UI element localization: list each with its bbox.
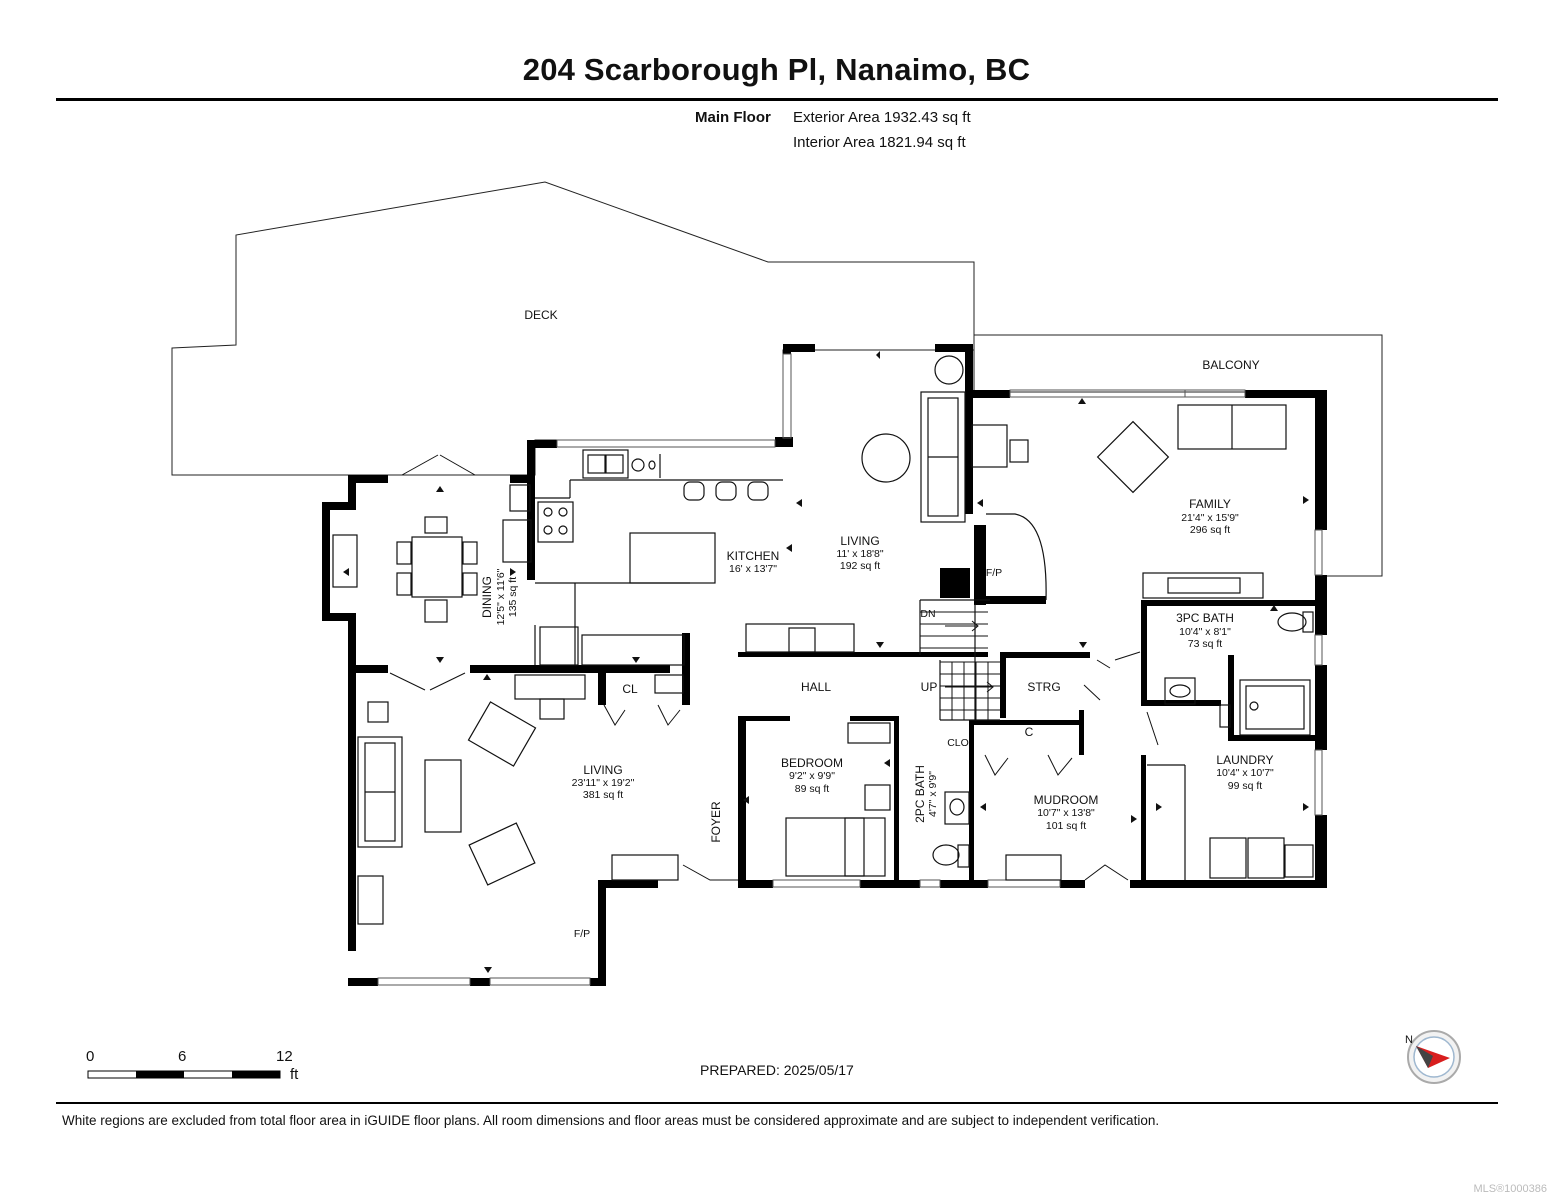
room-name-family: FAMILY xyxy=(1189,497,1231,511)
stairs xyxy=(920,611,1000,720)
exterior-area: Exterior Area 1932.43 sq ft xyxy=(793,109,971,126)
room-area-laundry: 99 sq ft xyxy=(1228,780,1263,792)
room-dims-bedroom: 9'2" x 9'9" xyxy=(789,770,835,782)
interior-area: Interior Area 1821.94 sq ft xyxy=(793,134,966,151)
room-dims-kitchen: 16' x 13'7" xyxy=(729,563,777,575)
room-name-clo: CLO xyxy=(947,737,969,749)
page-title: 204 Scarborough Pl, Nanaimo, BC xyxy=(522,52,1031,87)
room-dims-bath2: 4'7" x 9'9" xyxy=(927,771,939,817)
footer-divider xyxy=(56,1102,1498,1104)
room-name-bedroom: BEDROOM xyxy=(781,756,843,770)
room-area-bedroom: 89 sq ft xyxy=(795,783,830,795)
room-name-balcony: BALCONY xyxy=(1202,358,1259,372)
scale-bar xyxy=(87,1070,281,1079)
room-name-hall: HALL xyxy=(801,680,831,694)
room-dims-bath3: 10'4" x 8'1" xyxy=(1179,626,1231,638)
compass-icon: N xyxy=(1405,1030,1461,1084)
room-name-kitchen: KITCHEN xyxy=(727,549,780,563)
room-dims-living-lower: 23'11" x 19'2" xyxy=(572,777,635,789)
door-swings xyxy=(389,454,1159,881)
room-name-fp-lower: F/P xyxy=(574,928,590,940)
room-name-bath2: 2PC BATH xyxy=(913,765,927,823)
floor-label: Main Floor xyxy=(695,109,771,126)
room-area-bath3: 73 sq ft xyxy=(1188,638,1223,650)
room-dims-mudroom: 10'7" x 13'8" xyxy=(1037,807,1095,819)
room-name-fp-upper: F/P xyxy=(986,567,1002,579)
room-dims-family: 21'4" x 15'9" xyxy=(1181,512,1239,524)
scale-tick-6: 6 xyxy=(178,1048,187,1065)
room-dims-dining: 12'5" x 11'6" xyxy=(495,568,507,625)
room-labels: DECK BALCONY FAMILY 21'4" x 15'9" 296 sq… xyxy=(480,308,1274,940)
room-area-mudroom: 101 sq ft xyxy=(1046,820,1086,832)
room-name-dining: DINING xyxy=(480,576,494,618)
prepared-date: PREPARED: 2025/05/17 xyxy=(700,1062,854,1078)
room-area-living-upper: 192 sq ft xyxy=(840,560,880,572)
direction-arrows xyxy=(343,351,1309,973)
room-area-living-lower: 381 sq ft xyxy=(583,789,623,801)
deck-outline xyxy=(171,181,975,476)
room-area-dining: 135 sq ft xyxy=(507,577,519,617)
room-area-family: 296 sq ft xyxy=(1190,524,1230,536)
room-name-living-upper: LIVING xyxy=(840,534,879,548)
scale-tick-0: 0 xyxy=(86,1048,95,1065)
room-name-living-lower: LIVING xyxy=(583,763,622,777)
room-name-strg: STRG xyxy=(1027,680,1060,694)
scale-tick-12: 12 xyxy=(276,1048,293,1065)
title-divider xyxy=(56,98,1498,101)
compass-north-label: N xyxy=(1405,1034,1413,1046)
furniture xyxy=(332,355,1314,925)
room-name-cl: CL xyxy=(622,682,638,696)
room-name-laundry: LAUNDRY xyxy=(1216,753,1273,767)
room-dims-laundry: 10'4" x 10'7" xyxy=(1216,767,1274,779)
disclaimer-text: White regions are excluded from total fl… xyxy=(62,1113,1160,1128)
room-name-foyer: FOYER xyxy=(709,801,723,843)
room-name-mudroom: MUDROOM xyxy=(1034,793,1099,807)
room-dims-living-upper: 11' x 18'8" xyxy=(836,548,884,560)
stairs-up-label: UP xyxy=(921,680,938,694)
stairs-down-label: DN xyxy=(920,608,935,620)
room-name-deck: DECK xyxy=(524,308,557,322)
walls xyxy=(322,344,1327,986)
room-name-bath3: 3PC BATH xyxy=(1176,611,1234,625)
room-name-c: C xyxy=(1025,725,1034,739)
mls-watermark: MLS®1000386 xyxy=(1473,1183,1547,1195)
scale-unit: ft xyxy=(290,1066,299,1083)
